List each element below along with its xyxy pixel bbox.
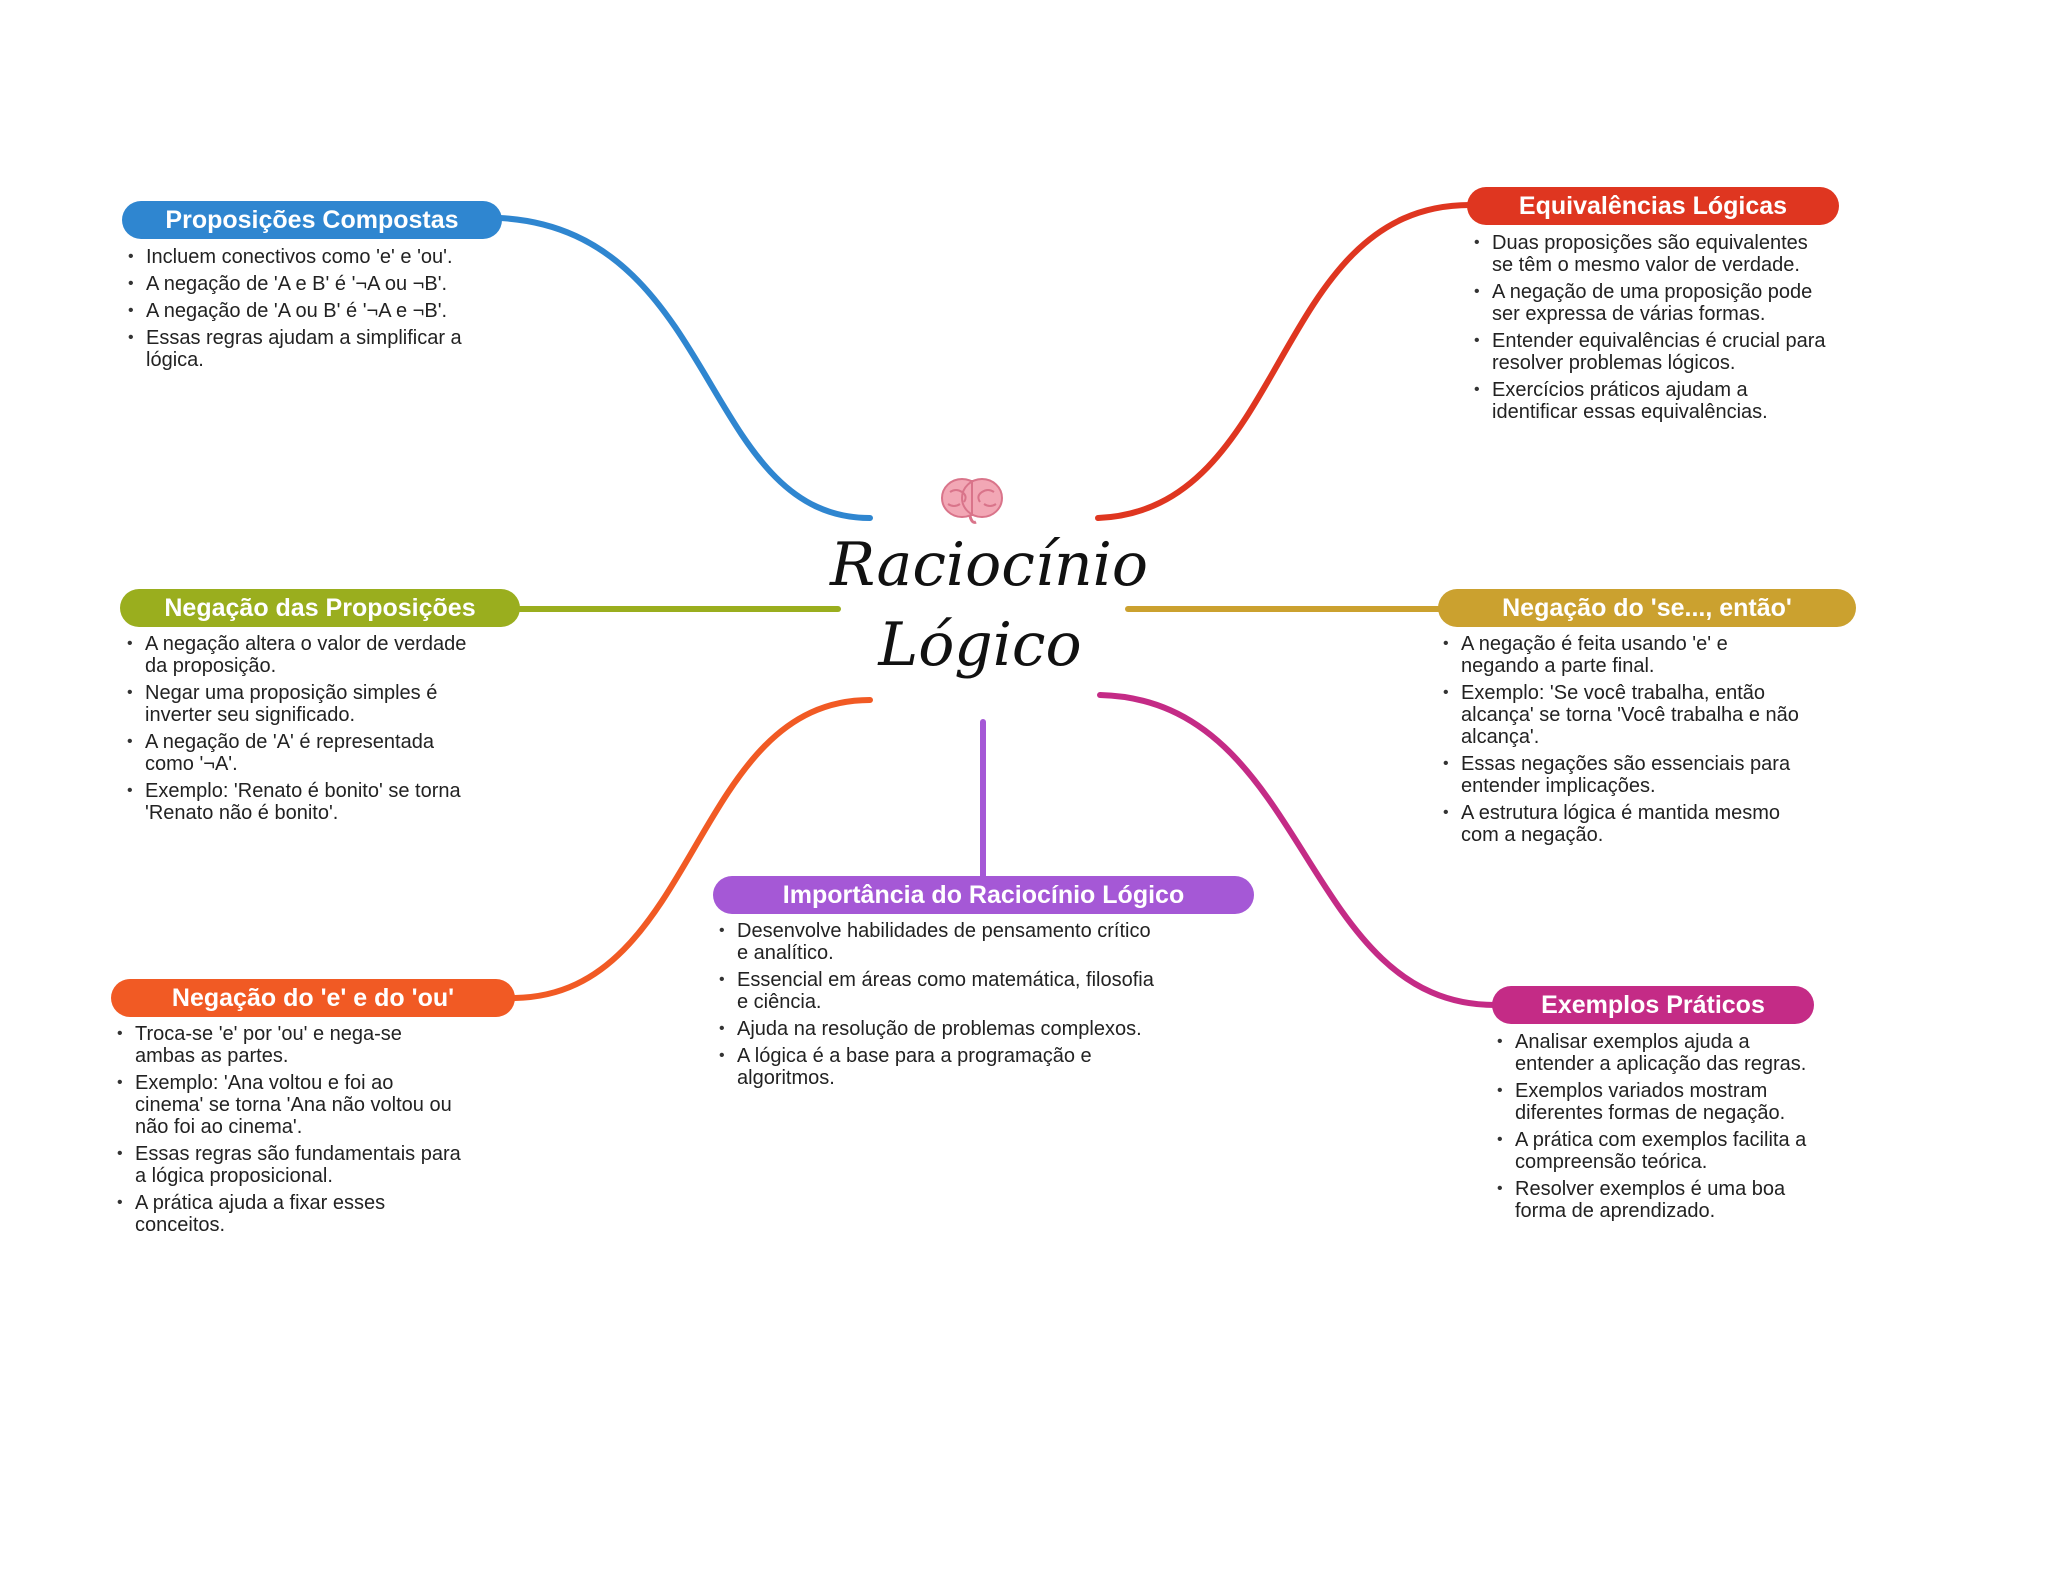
topic-bullet-item: Desenvolve habilidades de pensamento crí… bbox=[717, 920, 1157, 964]
topic-bullet-item: Exemplo: 'Renato é bonito' se torna 'Ren… bbox=[125, 780, 470, 824]
topic-bullet-item: Troca-se 'e' por 'ou' e nega-se ambas as… bbox=[115, 1023, 465, 1067]
topic-bullet-item: Exemplo: 'Ana voltou e foi ao cinema' se… bbox=[115, 1072, 465, 1138]
connector-equivalencias-logicas bbox=[1095, 202, 1473, 521]
topic-bullet-list: Troca-se 'e' por 'ou' e nega-se ambas as… bbox=[115, 1023, 465, 1241]
topic-bullet-item: A negação altera o valor de verdade da p… bbox=[125, 633, 470, 677]
topic-bullet-item: Essas regras são fundamentais para a lóg… bbox=[115, 1143, 465, 1187]
topic-bullet-item: Exemplo: 'Se você trabalha, então alcanç… bbox=[1441, 682, 1801, 748]
topic-header[interactable]: Exemplos Práticos bbox=[1492, 986, 1814, 1024]
topic-header[interactable]: Negação das Proposições bbox=[120, 589, 520, 627]
topic-bullet-item: Entender equivalências é crucial para re… bbox=[1472, 330, 1832, 374]
central-topic: Raciocínio Lógico bbox=[830, 525, 1148, 685]
topic-bullet-list: Desenvolve habilidades de pensamento crí… bbox=[717, 920, 1157, 1094]
topic-bullet-item: Essas negações são essenciais para enten… bbox=[1441, 753, 1801, 797]
topic-bullet-item: Negar uma proposição simples é inverter … bbox=[125, 682, 470, 726]
topic-bullet-item: A lógica é a base para a programação e a… bbox=[717, 1045, 1157, 1089]
topic-bullet-item: Exercícios práticos ajudam a identificar… bbox=[1472, 379, 1832, 423]
topic-bullet-item: Duas proposições são equivalentes se têm… bbox=[1472, 232, 1832, 276]
topic-bullet-item: A negação de 'A' é representada como '¬A… bbox=[125, 731, 470, 775]
topic-bullet-list: Duas proposições são equivalentes se têm… bbox=[1472, 232, 1832, 428]
topic-header[interactable]: Equivalências Lógicas bbox=[1467, 187, 1839, 225]
topic-header[interactable]: Negação do 'se..., então' bbox=[1438, 589, 1856, 627]
topic-bullet-item: Analisar exemplos ajuda a entender a apl… bbox=[1495, 1031, 1820, 1075]
central-topic-line-1: Raciocínio bbox=[830, 530, 1148, 600]
topic-bullet-item: Essencial em áreas como matemática, filo… bbox=[717, 969, 1157, 1013]
topic-bullet-list: Incluem conectivos como 'e' e 'ou'. A ne… bbox=[126, 246, 466, 376]
topic-header[interactable]: Negação do 'e' e do 'ou' bbox=[111, 979, 515, 1017]
brain-icon bbox=[941, 478, 1003, 524]
topic-bullet-item: Ajuda na resolução de problemas complexo… bbox=[717, 1018, 1157, 1040]
topic-bullet-item: A prática ajuda a fixar esses conceitos. bbox=[115, 1192, 465, 1236]
connector-negacao-e-ou bbox=[512, 697, 873, 1001]
topic-bullet-item: A estrutura lógica é mantida mesmo com a… bbox=[1441, 802, 1801, 846]
topic-header[interactable]: Proposições Compostas bbox=[122, 201, 502, 239]
topic-bullet-item: A prática com exemplos facilita a compre… bbox=[1495, 1129, 1820, 1173]
topic-bullet-item: A negação de 'A e B' é '¬A ou ¬B'. bbox=[126, 273, 466, 295]
central-topic-line-2: Lógico bbox=[878, 610, 1082, 680]
topic-bullet-list: Analisar exemplos ajuda a entender a apl… bbox=[1495, 1031, 1820, 1227]
topic-bullet-item: A negação de 'A ou B' é '¬A e ¬B'. bbox=[126, 300, 466, 322]
topic-bullet-item: Incluem conectivos como 'e' e 'ou'. bbox=[126, 246, 466, 268]
topic-bullet-item: Resolver exemplos é uma boa forma de apr… bbox=[1495, 1178, 1820, 1222]
topic-bullet-item: A negação de uma proposição pode ser exp… bbox=[1472, 281, 1832, 325]
topic-bullet-item: Essas regras ajudam a simplificar a lógi… bbox=[126, 327, 466, 371]
connector-exemplos-praticos bbox=[1097, 692, 1498, 1008]
topic-bullet-list: A negação altera o valor de verdade da p… bbox=[125, 633, 470, 829]
topic-bullet-item: A negação é feita usando 'e' e negando a… bbox=[1441, 633, 1801, 677]
topic-bullet-list: A negação é feita usando 'e' e negando a… bbox=[1441, 633, 1801, 851]
topic-bullet-item: Exemplos variados mostram diferentes for… bbox=[1495, 1080, 1820, 1124]
connector-proposicoes-compostas bbox=[497, 215, 873, 521]
topic-header[interactable]: Importância do Raciocínio Lógico bbox=[713, 876, 1254, 914]
